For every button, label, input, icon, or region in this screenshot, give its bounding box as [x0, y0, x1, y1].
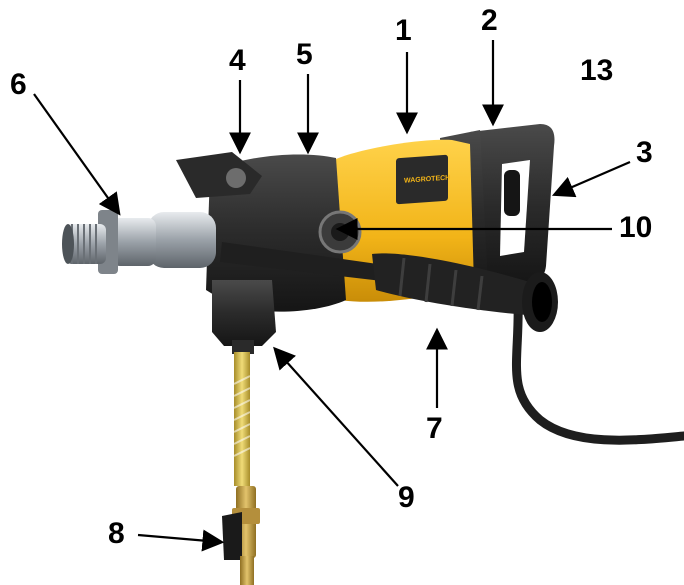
callout-10: 10: [619, 211, 653, 244]
callout-6: 6: [10, 68, 27, 101]
leader-6: [33, 93, 121, 216]
water-connector: [212, 280, 276, 346]
callout-1: 1: [395, 14, 412, 47]
callout-9: 9: [398, 481, 415, 514]
brand-text: WAGROTECH: [404, 175, 450, 185]
callout-2: 2: [481, 4, 498, 37]
callout-4: 4: [229, 44, 246, 77]
side-handle-rod: [220, 242, 392, 282]
water-hose: [234, 352, 250, 486]
valve-handle: [222, 512, 242, 560]
leader-8: [137, 529, 225, 552]
leader-9: [273, 346, 399, 487]
leader-3: [551, 160, 631, 198]
side-handle-grip: [372, 253, 540, 316]
power-cable: [511, 295, 684, 445]
trigger-switch: [504, 170, 520, 216]
callout-5: 5: [296, 38, 313, 71]
callout-13: 13: [580, 54, 614, 87]
callout-8: 8: [108, 517, 125, 550]
brand-plate: [396, 154, 448, 205]
spindle-collar: [148, 212, 216, 268]
callout-7: 7: [426, 412, 443, 445]
callout-3: 3: [636, 136, 653, 169]
